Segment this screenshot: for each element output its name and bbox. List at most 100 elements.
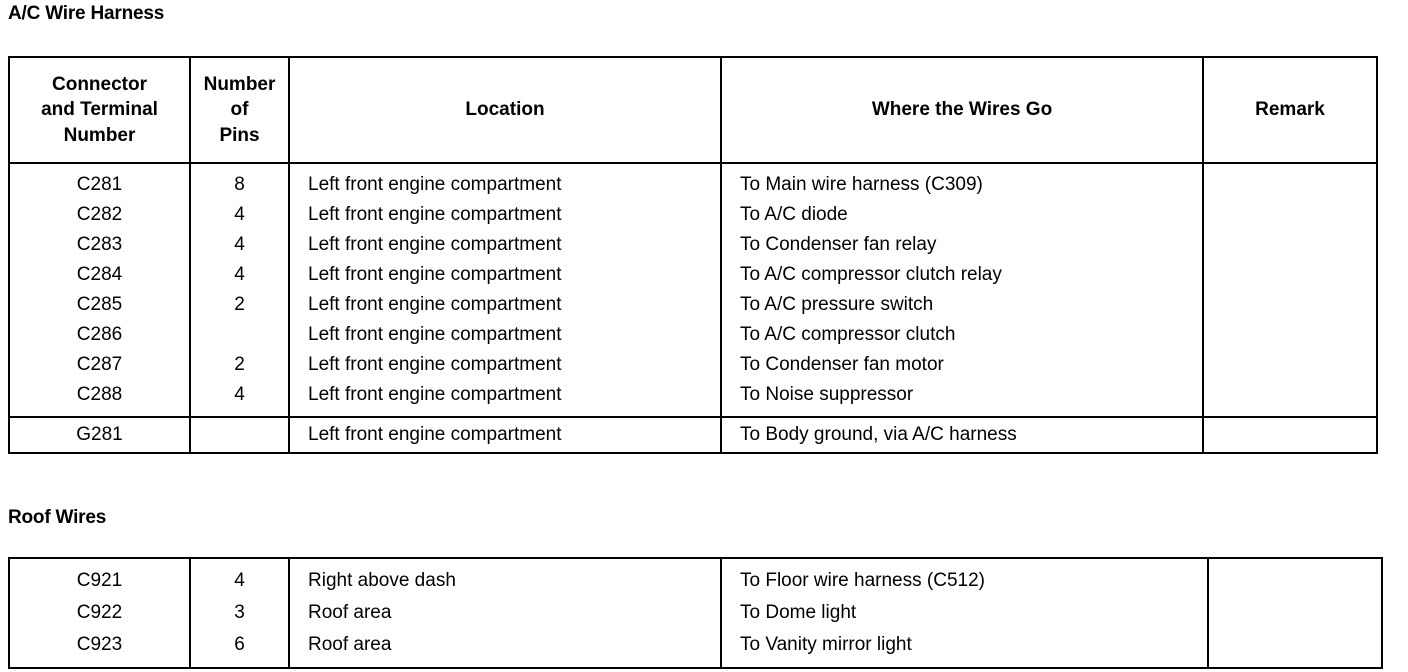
section-title-ac-wire-harness: A/C Wire Harness [8, 3, 165, 24]
connector-value: C922 [76, 602, 123, 623]
column-header-remark: Remark [1202, 56, 1378, 164]
pins-value: 4 [234, 234, 245, 255]
table-body: C921 C922 C923 4 3 6 Right above dash [8, 557, 1383, 669]
connector-value: C288 [76, 384, 123, 405]
header-line-2: of [230, 99, 249, 121]
cell-connector-numbers: C281 C282 C283 C284 C285 C286 C287 C288 [8, 162, 191, 418]
pins-value: 4 [234, 570, 245, 591]
destination-value: To A/C diode [740, 204, 848, 225]
cell-remarks [1207, 557, 1383, 669]
destination-value: To Main wire harness (C309) [740, 174, 983, 195]
header-line-3: Pins [219, 124, 260, 146]
remark-value [1204, 380, 1376, 410]
destination-value: To A/C compressor clutch [740, 324, 956, 345]
header-line-3: Number [63, 124, 136, 146]
remark-value [1204, 230, 1376, 260]
connector-value: C283 [76, 234, 123, 255]
remark-value [1204, 200, 1376, 230]
remark-value [1204, 320, 1376, 350]
pins-value: 4 [234, 204, 245, 225]
location-value: Roof area [308, 602, 392, 623]
pins-value: 8 [234, 174, 245, 195]
cell-locations: Right above dash Roof area Roof area [288, 557, 722, 669]
cell-destinations: To Floor wire harness (C512) To Dome lig… [720, 557, 1209, 669]
pins-value: 2 [234, 354, 245, 375]
connector-value: G281 [76, 424, 123, 445]
remark-value [1209, 597, 1381, 629]
remark-value [1209, 565, 1381, 597]
cell-remarks [1202, 162, 1378, 418]
connector-block-row: C921 C922 C923 4 3 6 Right above dash [8, 557, 1383, 669]
connector-value: C284 [76, 264, 123, 285]
pins-value: 2 [234, 294, 245, 315]
table-header: Connector and Terminal Number Number of … [8, 56, 1378, 164]
pins-value [191, 320, 288, 350]
location-value: Left front engine compartment [308, 324, 562, 345]
connector-value: C287 [76, 354, 123, 375]
section-title-roof-wires: Roof Wires [8, 507, 107, 528]
ground-row: G281 Left front engine compartment To Bo… [8, 416, 1378, 454]
destination-value: To A/C pressure switch [740, 294, 934, 315]
header-line-1: Location [465, 99, 545, 121]
cell-pin-counts: 4 3 6 [189, 557, 290, 669]
roof-wires-table: C921 C922 C923 4 3 6 Right above dash [8, 557, 1383, 669]
connector-block-row: C281 C282 C283 C284 C285 C286 C287 C288 … [8, 162, 1378, 418]
remark-value [1204, 260, 1376, 290]
header-line-2: and Terminal [41, 99, 158, 121]
location-value: Left front engine compartment [308, 174, 562, 195]
connector-value: C286 [76, 324, 123, 345]
cell-ground-remark [1202, 416, 1378, 454]
remark-value [1204, 170, 1376, 200]
destination-value: To Vanity mirror light [740, 634, 912, 655]
table-body: C281 C282 C283 C284 C285 C286 C287 C288 … [8, 162, 1378, 454]
column-header-connector-terminal-number: Connector and Terminal Number [8, 56, 191, 164]
destination-value: To Dome light [740, 602, 857, 623]
location-value: Left front engine compartment [308, 354, 562, 375]
remark-value [1204, 418, 1376, 452]
location-value: Left front engine compartment [308, 204, 562, 225]
cell-locations: Left front engine compartment Left front… [288, 162, 722, 418]
destination-value: To Floor wire harness (C512) [740, 570, 985, 591]
pins-value: 3 [234, 602, 245, 623]
pins-value: 6 [234, 634, 245, 655]
connector-value: C281 [76, 174, 123, 195]
ac-wire-harness-table: Connector and Terminal Number Number of … [8, 56, 1378, 454]
column-header-where-the-wires-go: Where the Wires Go [720, 56, 1204, 164]
pins-value [191, 418, 288, 452]
pins-value: 4 [234, 384, 245, 405]
cell-ground-pins [189, 416, 290, 454]
remark-value [1204, 350, 1376, 380]
connector-value: C282 [76, 204, 123, 225]
connector-value: C923 [76, 634, 123, 655]
cell-connector-numbers: C921 C922 C923 [8, 557, 191, 669]
location-value: Roof area [308, 634, 392, 655]
column-header-number-of-pins: Number of Pins [189, 56, 290, 164]
connector-value: C285 [76, 294, 123, 315]
destination-value: To A/C compressor clutch relay [740, 264, 1002, 285]
destination-value: To Noise suppressor [740, 384, 914, 405]
cell-pin-counts: 8 4 4 4 2 2 4 [189, 162, 290, 418]
cell-ground-destination: To Body ground, via A/C harness [720, 416, 1204, 454]
column-header-location: Location [288, 56, 722, 164]
header-line-1: Where the Wires Go [871, 99, 1053, 121]
location-value: Left front engine compartment [308, 384, 562, 405]
remark-value [1204, 290, 1376, 320]
pins-value: 4 [234, 264, 245, 285]
cell-destinations: To Main wire harness (C309) To A/C diode… [720, 162, 1204, 418]
location-value: Left front engine compartment [308, 424, 562, 445]
header-line-1: Connector [52, 74, 147, 96]
table-header-row: Connector and Terminal Number Number of … [8, 56, 1378, 164]
location-value: Left front engine compartment [308, 264, 562, 285]
destination-value: To Condenser fan motor [740, 354, 944, 375]
location-value: Left front engine compartment [308, 294, 562, 315]
remark-value [1209, 629, 1381, 661]
location-value: Right above dash [308, 570, 456, 591]
location-value: Left front engine compartment [308, 234, 562, 255]
destination-value: To Body ground, via A/C harness [740, 424, 1017, 445]
cell-ground-location: Left front engine compartment [288, 416, 722, 454]
cell-ground-connector: G281 [8, 416, 191, 454]
destination-value: To Condenser fan relay [740, 234, 937, 255]
header-line-1: Number [203, 74, 276, 96]
connector-value: C921 [76, 570, 123, 591]
